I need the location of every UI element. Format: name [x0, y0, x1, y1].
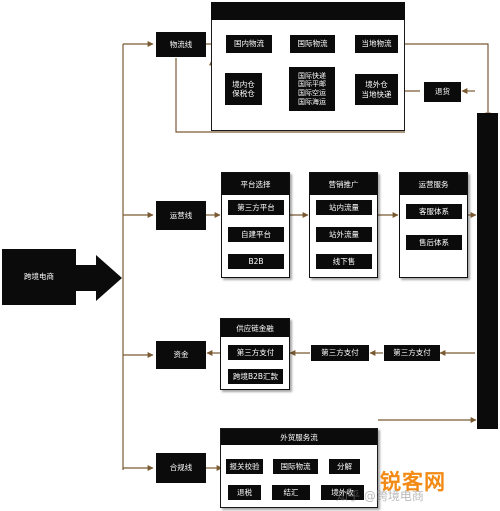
funds-payment-mid[interactable]: 第三方支付	[311, 345, 369, 361]
service-item-aftersales-label: 售后体系	[419, 237, 449, 247]
logistics-section	[211, 2, 405, 131]
service-item-cs-label: 客服体系	[419, 206, 449, 216]
trade-item-tax-refund-label: 退税	[237, 487, 252, 497]
root-label: 跨境电商	[24, 272, 54, 282]
brand-watermark: 锐客网	[380, 470, 446, 494]
supply-finance-title: 供应链金融	[221, 319, 289, 337]
domestic-warehouse[interactable]: 境内仓 保税仓	[225, 73, 262, 105]
overseas-warehouse-line1: 境外仓	[365, 80, 388, 90]
intl-mode-1: 国际快递	[298, 71, 326, 80]
service-title: 运营服务	[400, 173, 467, 195]
trade-item-overseas-receipt[interactable]: 境外收	[321, 485, 364, 500]
domestic-warehouse-line1: 境内仓	[232, 79, 255, 89]
branch-funds-label: 资金	[173, 350, 189, 360]
marketing-item-offline-label: 线下售	[332, 256, 356, 266]
logistics-local-label: 当地物流	[361, 39, 392, 49]
marketing-item-onsite-label: 站内流量	[329, 202, 359, 212]
platform-item-self-built-label: 自建平台	[241, 229, 271, 239]
branch-logistics[interactable]: 物流线	[156, 32, 206, 57]
funds-payment-mid-label: 第三方支付	[321, 348, 359, 358]
marketing-item-onsite[interactable]: 站内流量	[316, 200, 372, 215]
trade-service-title: 外贸服务流	[221, 429, 377, 445]
trade-item-customs[interactable]: 报关校验	[226, 459, 263, 474]
supply-finance-item-payment-label: 第三方支付	[236, 347, 275, 357]
logistics-international[interactable]: 国际物流	[290, 35, 335, 53]
service-panel: 运营服务	[399, 172, 468, 278]
overseas-warehouse-line2: 当地快递	[361, 89, 392, 99]
overseas-warehouse[interactable]: 境外仓 当地快递	[355, 74, 398, 105]
intl-shipping-modes[interactable]: 国际快递 国际平邮 国际空运 国际海运	[289, 67, 335, 111]
platform-item-b2b[interactable]: B2B	[228, 254, 284, 269]
trade-item-overseas-receipt-label: 境外收	[331, 487, 354, 497]
marketing-title: 营销推广	[310, 173, 377, 195]
funds-payment-right[interactable]: 第三方支付	[384, 345, 440, 361]
supply-finance-item-remittance-label: 跨境B2B汇款	[232, 371, 279, 381]
platform-item-third-party[interactable]: 第三方平台	[228, 200, 284, 215]
intl-mode-4: 国际海运	[298, 97, 326, 106]
target-bar	[477, 113, 498, 429]
trade-item-settlement[interactable]: 结汇	[272, 485, 310, 500]
trade-item-intl-logistics[interactable]: 国际物流	[273, 459, 318, 474]
returns-node[interactable]: 退货	[424, 82, 461, 102]
trade-item-tax-refund[interactable]: 退税	[228, 485, 261, 500]
funds-payment-right-label: 第三方支付	[393, 348, 431, 358]
logistics-international-label: 国际物流	[297, 39, 328, 49]
supply-finance-item-payment[interactable]: 第三方支付	[228, 345, 283, 360]
service-item-aftersales[interactable]: 售后体系	[406, 235, 462, 250]
platform-item-third-party-label: 第三方平台	[237, 202, 275, 212]
site-watermark: 知乎 @跨境电商	[336, 489, 424, 503]
branch-funds[interactable]: 资金	[156, 341, 206, 369]
marketing-item-offsite-label: 站外流量	[329, 229, 359, 239]
branch-compliance-label: 合规线	[169, 463, 193, 473]
logistics-header-bar	[211, 2, 405, 20]
branch-compliance[interactable]: 合规线	[156, 453, 206, 483]
root-arrow-icon	[74, 255, 122, 301]
trade-item-settlement-label: 结汇	[283, 487, 299, 497]
branch-operations[interactable]: 运营线	[156, 201, 206, 230]
trade-item-intl-logistics-label: 国际物流	[280, 461, 311, 471]
trade-item-customs-label: 报关校验	[229, 461, 260, 471]
domestic-warehouse-line2: 保税仓	[232, 89, 255, 98]
logistics-domestic-label: 国内物流	[234, 39, 264, 49]
trade-item-split-label: 分解	[337, 461, 352, 471]
platform-item-self-built[interactable]: 自建平台	[228, 227, 284, 242]
platform-title: 平台选择	[222, 173, 289, 195]
supply-finance-item-remittance[interactable]: 跨境B2B汇款	[228, 369, 283, 384]
marketing-item-offsite[interactable]: 站外流量	[316, 227, 372, 242]
service-item-cs[interactable]: 客服体系	[406, 204, 462, 219]
root-node[interactable]: 跨境电商	[2, 249, 76, 305]
platform-item-b2b-label: B2B	[248, 256, 264, 266]
logistics-local[interactable]: 当地物流	[355, 35, 398, 53]
intl-mode-2: 国际平邮	[298, 80, 326, 89]
intl-mode-3: 国际空运	[298, 89, 326, 97]
returns-label: 退货	[435, 87, 450, 97]
trade-item-split[interactable]: 分解	[329, 459, 360, 474]
marketing-item-offline[interactable]: 线下售	[316, 254, 372, 269]
branch-operations-label: 运营线	[169, 210, 193, 220]
branch-logistics-label: 物流线	[169, 39, 193, 49]
logistics-domestic[interactable]: 国内物流	[226, 35, 272, 53]
